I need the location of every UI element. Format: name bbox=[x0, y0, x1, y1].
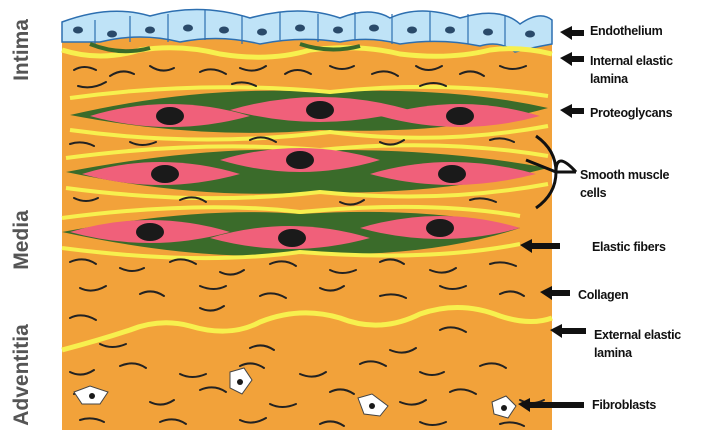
arrow-external-lamina bbox=[550, 324, 586, 338]
nucleus bbox=[156, 107, 184, 125]
label-external-elastic-lamina-line2: lamina bbox=[594, 344, 681, 362]
layer-label-adventitia: Adventitia bbox=[10, 324, 34, 426]
nucleus bbox=[306, 101, 334, 119]
nucleus bbox=[438, 165, 466, 183]
label-internal-elastic-lamina: Internal elastic lamina bbox=[590, 52, 673, 88]
nucleus bbox=[286, 151, 314, 169]
layer-label-media: Media bbox=[10, 210, 34, 270]
layer-label-intima: Intima bbox=[10, 19, 34, 81]
label-fibroblasts: Fibroblasts bbox=[592, 396, 656, 414]
label-smooth-muscle-cells: Smooth muscle cells bbox=[580, 166, 669, 202]
label-external-elastic-lamina: External elastic lamina bbox=[594, 326, 681, 362]
label-collagen: Collagen bbox=[578, 286, 628, 304]
nucleus bbox=[136, 223, 164, 241]
label-elastic-fibers: Elastic fibers bbox=[592, 238, 666, 256]
label-internal-elastic-lamina-line2: lamina bbox=[590, 70, 673, 88]
arrow-internal-lamina bbox=[560, 52, 584, 66]
label-smooth-muscle-line2: cells bbox=[580, 184, 669, 202]
arrow-endothelium bbox=[560, 26, 584, 40]
nucleus bbox=[278, 229, 306, 247]
label-internal-elastic-lamina-line1: Internal elastic bbox=[590, 52, 673, 70]
nucleus bbox=[426, 219, 454, 237]
label-external-elastic-lamina-line1: External elastic bbox=[594, 326, 681, 344]
label-endothelium: Endothelium bbox=[590, 22, 662, 40]
label-proteoglycans: Proteoglycans bbox=[590, 104, 672, 122]
label-smooth-muscle-line1: Smooth muscle bbox=[580, 166, 669, 184]
nucleus bbox=[151, 165, 179, 183]
nucleus bbox=[446, 107, 474, 125]
arrow-proteoglycans bbox=[560, 104, 584, 118]
